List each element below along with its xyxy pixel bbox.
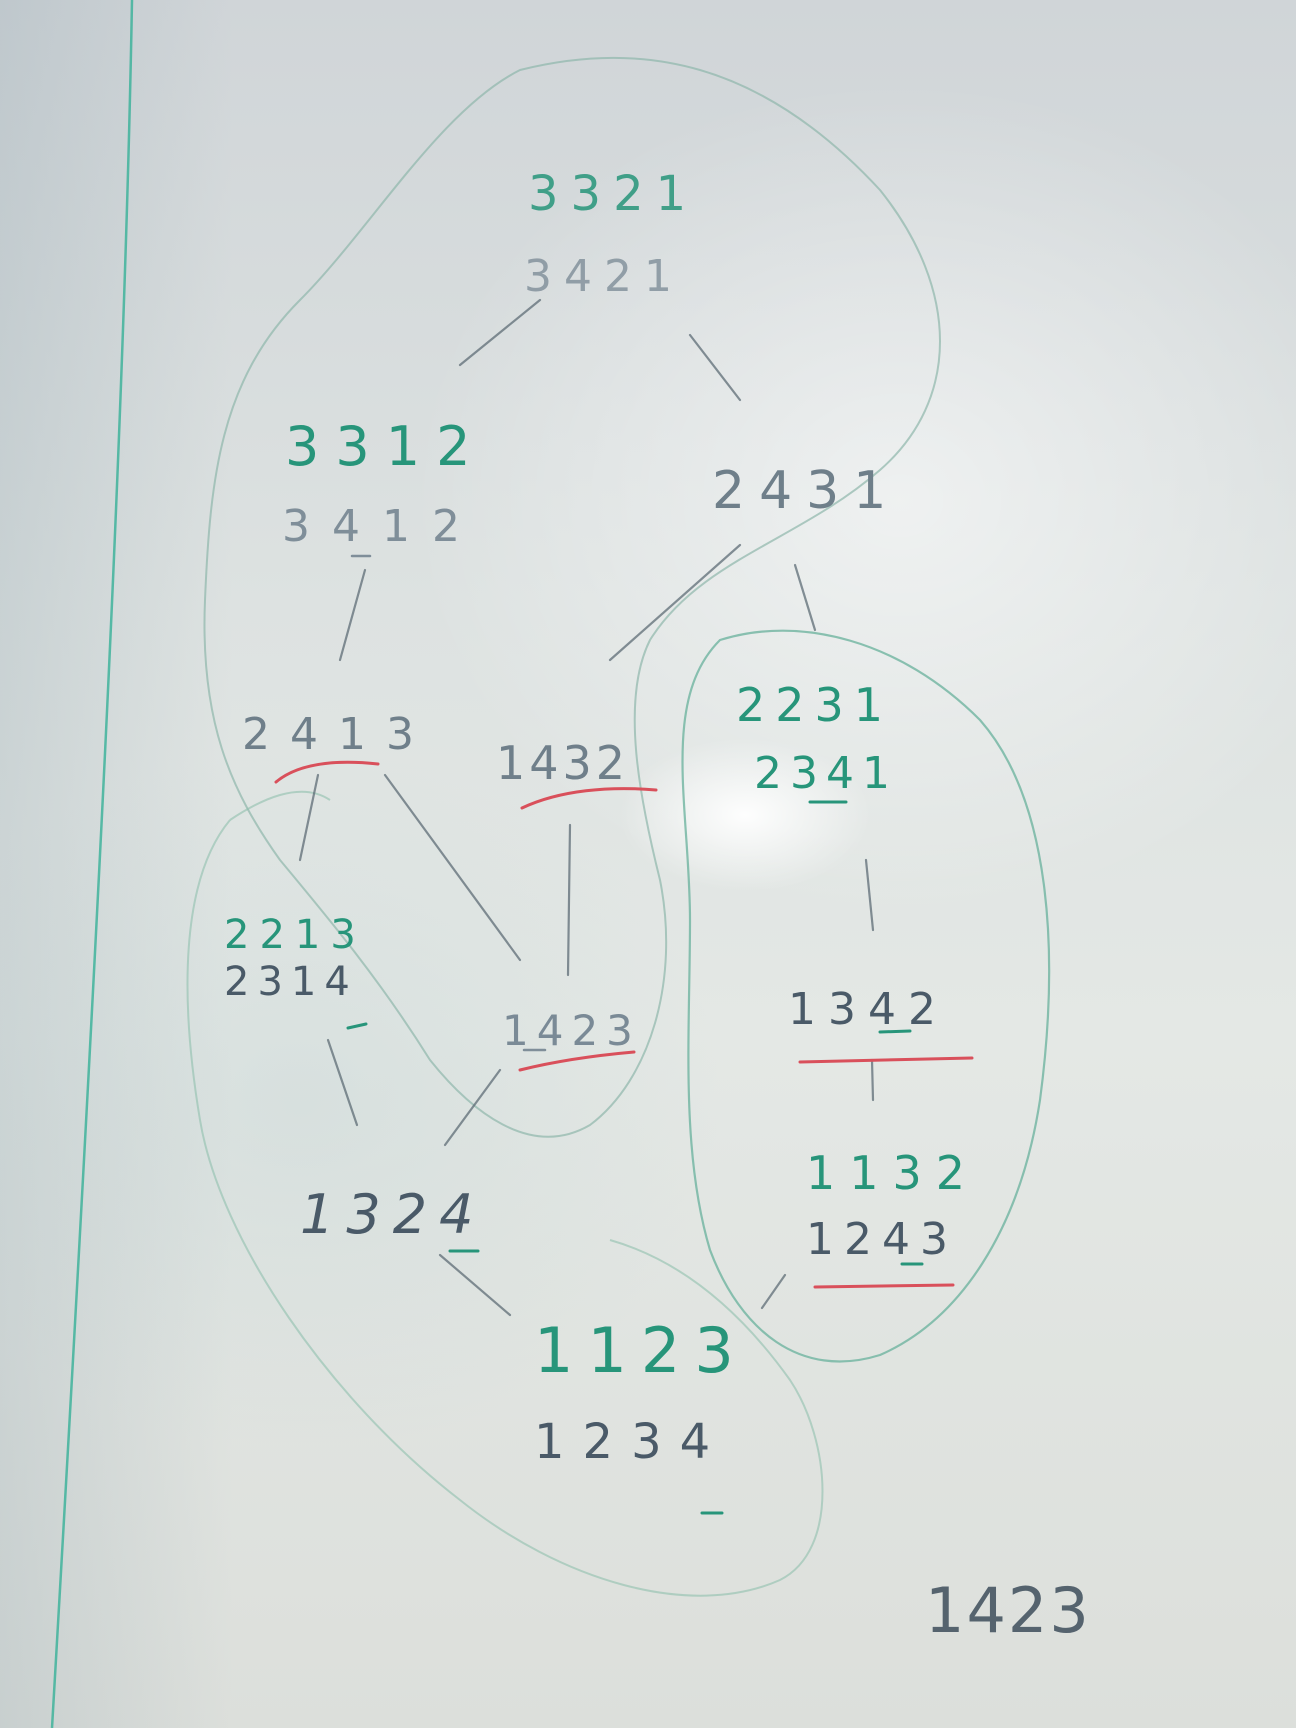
red-underline-1423 [518,1050,636,1072]
node-2231-top: 2231 [736,678,894,732]
edge-2413-2213 [298,773,320,862]
node-3312-bottom: 3412 [282,501,482,552]
node-1342: 1342 [788,984,948,1035]
loop-right [681,629,1051,1363]
edge-1342-1132 [870,1058,875,1102]
node-2231-bottom: 2341 [754,748,898,799]
edge-1423-1324 [443,1068,502,1147]
node-2213-top: 2213 [224,912,366,958]
red-underline-1432 [520,787,658,810]
loop-bottom-left-2 [229,790,331,821]
edge-1432-1423 [566,823,572,977]
node-1132-bottom: 1243 [806,1214,958,1265]
node-2213-bottom: 2314 [224,959,358,1005]
red-underline-1243 [813,1283,955,1289]
node-1423: 1423 [502,1006,641,1055]
edge-3321-3312 [458,298,542,367]
red-underline-1342 [798,1056,974,1064]
edge-3321-2431 [688,333,742,402]
green-mark-2314 [346,1022,368,1030]
edge-2431-2231 [793,563,817,632]
edge-1132-1123 [760,1273,787,1310]
loop-bottom-left [186,819,824,1597]
red-underline-2413 [274,760,380,784]
edge-2231-1342 [864,858,875,932]
node-1123-top: 1123 [534,1314,748,1387]
node-1132-top: 1132 [806,1146,980,1200]
edge-1324-1123 [438,1253,512,1317]
edge-3312-2413 [338,568,367,662]
node-1123-bottom: 1234 [534,1414,729,1470]
node-2413: 2413 [242,709,434,760]
corner-note-1423: 1423 [925,1574,1091,1647]
edge-2431-1432 [608,543,742,662]
node-3321-top: 3321 [528,166,699,222]
green-mark-1342 [878,1029,912,1034]
node-2431: 2431 [712,461,901,521]
node-3312-top: 3312 [285,415,487,478]
edge-2413-1423 [383,773,522,962]
node-3321-bottom: 3421 [524,251,684,302]
node-1432: 1432 [496,736,630,790]
loop-top-left [203,56,941,1138]
node-1324: 1324 [300,1183,486,1246]
edge-2213-1324 [326,1038,359,1127]
